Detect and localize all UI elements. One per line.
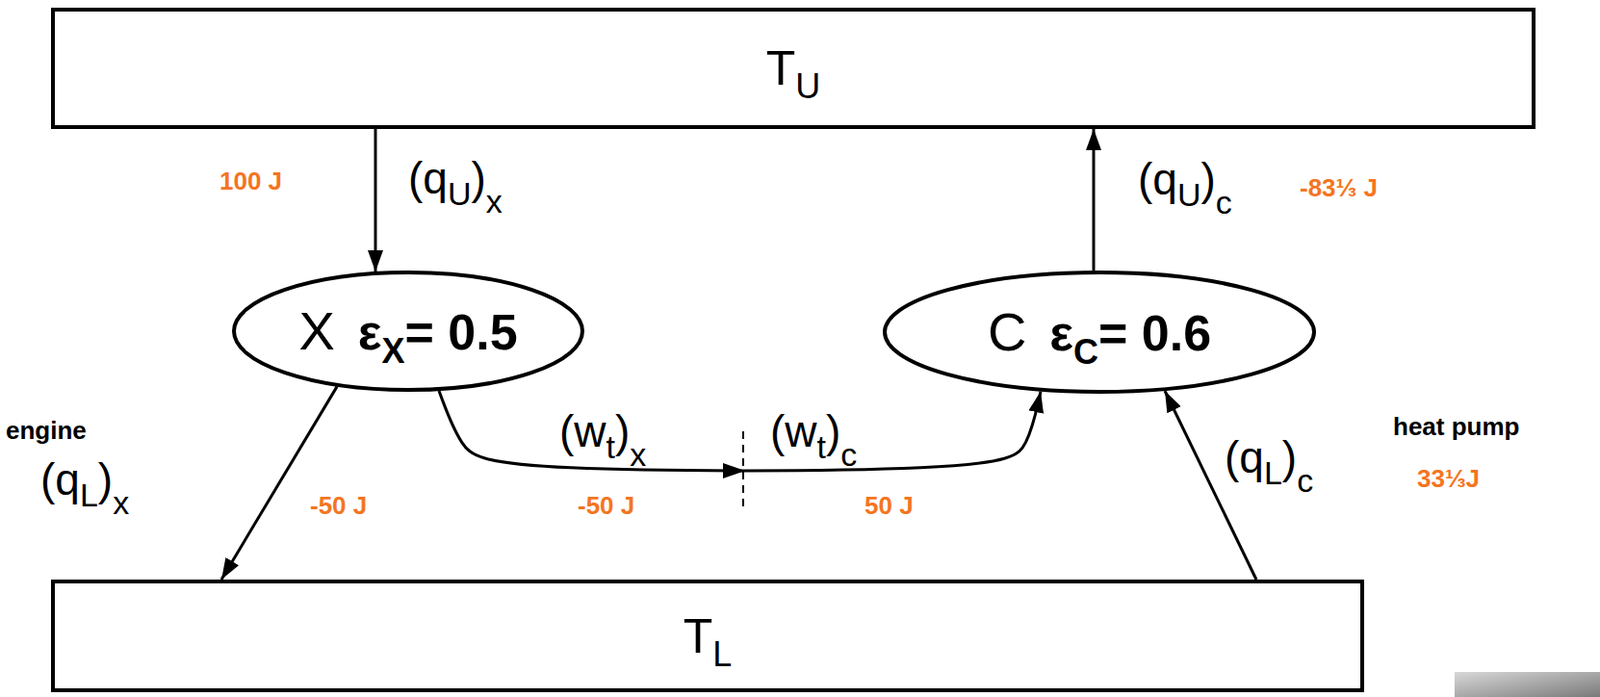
- work-transfer-arrow: [438, 390, 1041, 471]
- energy-value: -50 J: [577, 490, 635, 520]
- heat-pump-ellipse: CεC= 0.6: [882, 270, 1317, 394]
- work-symbol-open: (w: [770, 406, 818, 457]
- heat-symbol-subscript: U: [447, 175, 472, 212]
- upper-reservoir: TU: [51, 7, 1536, 130]
- node-text-line: TL: [683, 612, 733, 661]
- device-symbol: C: [987, 301, 1027, 362]
- label-group: (wt)x: [559, 409, 646, 454]
- heat-symbol-open: (q: [40, 454, 80, 505]
- label-group: -50 J: [309, 492, 367, 518]
- work-symbol-subscript: t: [606, 428, 616, 465]
- label-group: heat pump: [1393, 413, 1520, 439]
- label-group: (qL)x: [40, 457, 130, 502]
- heat-symbol-close: ): [98, 454, 113, 505]
- label-group: -83⅓ J: [1299, 175, 1378, 201]
- heat-symbol-open: (q: [408, 153, 448, 204]
- heat-in-arrow: [374, 129, 378, 272]
- reservoir-symbol: T: [766, 41, 797, 96]
- energy-value: 50 J: [864, 490, 914, 520]
- heat-symbol-open: (q: [1224, 432, 1265, 483]
- heat-symbol-close: ): [1282, 432, 1297, 483]
- heat-reject-arrow: [221, 387, 337, 580]
- label-group: (qL)c: [1224, 435, 1314, 480]
- label-group: 50 J: [864, 492, 914, 518]
- label-group: (wt)c: [770, 409, 857, 454]
- heat-symbol-close: ): [1200, 154, 1215, 205]
- engine-ellipse: XεX= 0.5: [232, 270, 585, 392]
- work-symbol-subscript: t: [817, 428, 826, 465]
- node-text-line: XεX= 0.5: [298, 304, 517, 359]
- reservoir-subscript: L: [712, 634, 732, 674]
- heat-symbol-device-subscript: c: [1215, 183, 1233, 221]
- work-symbol-close: ): [615, 406, 630, 457]
- heat-symbol-device-subscript: c: [1296, 462, 1314, 499]
- label-group: (qU)x: [408, 155, 503, 201]
- lower-reservoir: TL: [51, 579, 1365, 693]
- label-group: 33⅓J: [1417, 465, 1480, 491]
- role-label: engine: [5, 415, 87, 445]
- heat-out-arrow: [1092, 129, 1096, 271]
- efficiency-value: = 0.5: [404, 304, 517, 361]
- role-label: heat pump: [1393, 412, 1520, 441]
- ellipse-outline-shape: [884, 272, 1315, 392]
- heat-symbol-subscript: L: [1264, 454, 1283, 491]
- heat-symbol-subscript: U: [1177, 176, 1202, 213]
- portrait-photo: [1454, 671, 1600, 697]
- label-group: 100 J: [219, 168, 283, 194]
- efficiency-symbol: ε: [358, 304, 383, 361]
- device-symbol: X: [298, 300, 335, 362]
- reservoir-symbol: T: [683, 609, 714, 664]
- ellipse-outline-shape: [233, 272, 583, 390]
- efficiency-symbol: ε: [1049, 305, 1074, 362]
- work-symbol-device-subscript: x: [629, 436, 646, 473]
- label-group: -50 J: [577, 492, 635, 518]
- work-symbol-close: ): [825, 406, 841, 457]
- efficiency-value: = 0.6: [1098, 305, 1212, 362]
- work-symbol-device-subscript: c: [840, 436, 857, 473]
- energy-value: 100 J: [219, 166, 283, 196]
- node-text-line: TU: [766, 44, 822, 93]
- efficiency-subscript: X: [381, 331, 405, 371]
- efficiency-subscript: C: [1073, 332, 1099, 372]
- heat-draw-arrow: [1164, 390, 1257, 580]
- heat-symbol-subscript: L: [79, 476, 99, 514]
- energy-value: -50 J: [309, 490, 367, 520]
- heat-symbol-device-subscript: x: [486, 182, 503, 220]
- reservoir-subscript: U: [795, 66, 821, 106]
- label-group: (qU)c: [1137, 156, 1233, 202]
- energy-value: -83⅓ J: [1299, 173, 1378, 203]
- heat-symbol-open: (q: [1137, 154, 1178, 205]
- heat-symbol-close: ): [470, 153, 486, 204]
- heat-symbol-device-subscript: x: [112, 484, 130, 521]
- energy-value: 33⅓J: [1417, 464, 1480, 493]
- node-text-line: CεC= 0.6: [987, 305, 1212, 360]
- work-symbol-open: (w: [559, 406, 607, 457]
- label-group: engine: [5, 417, 87, 443]
